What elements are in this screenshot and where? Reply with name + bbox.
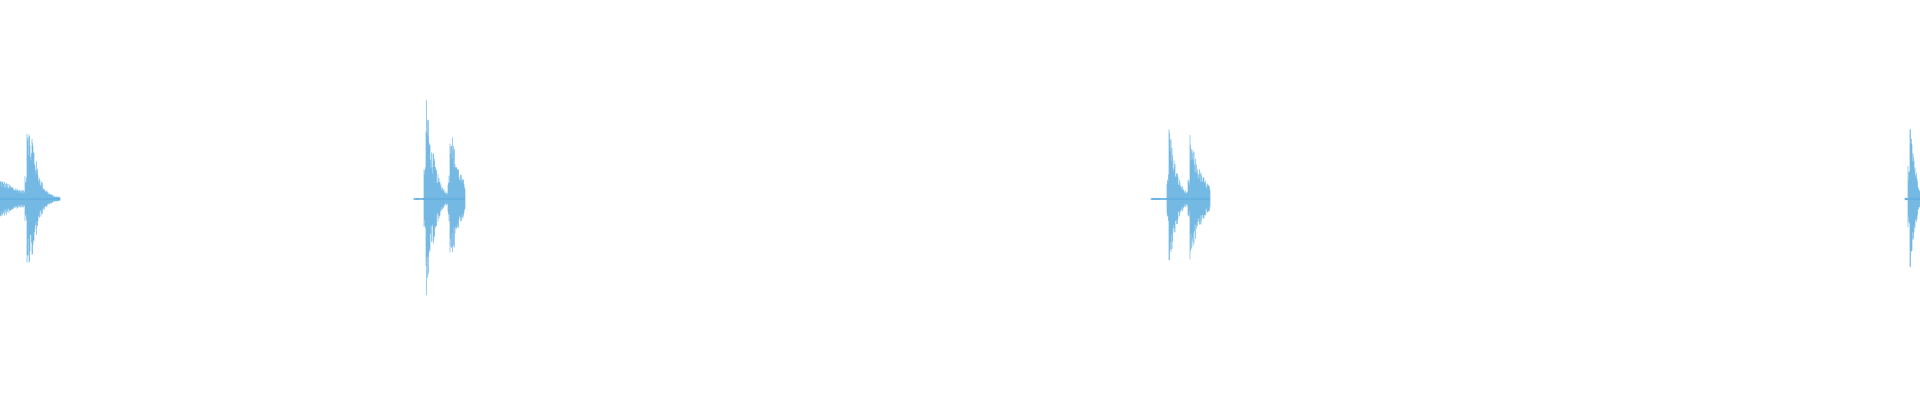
waveform-burst-2 bbox=[413, 99, 466, 296]
waveform-burst-4 bbox=[1904, 129, 1920, 268]
waveform-burst-3 bbox=[1150, 129, 1211, 261]
waveform-burst-1 bbox=[0, 133, 61, 263]
waveform-group bbox=[0, 99, 1920, 296]
